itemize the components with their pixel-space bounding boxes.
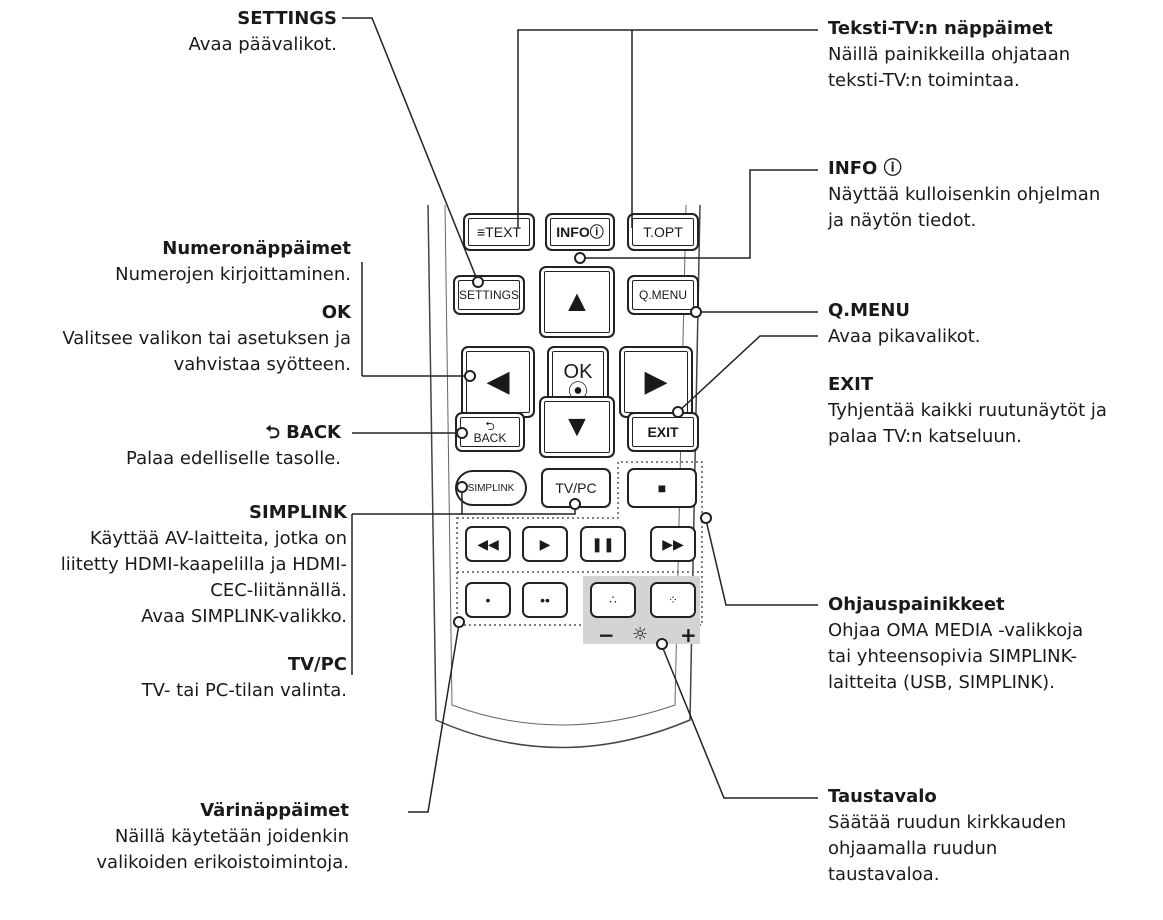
teksti-caption: Teksti-TV:n näppäimet Näillä painikkeill… bbox=[828, 18, 1071, 91]
ok-caption: OK Valitsee valikon tai asetuksen ja vah… bbox=[62, 302, 351, 375]
back-arrow-icon: ⮌ bbox=[485, 419, 495, 433]
settings-caption: SETTINGS Avaa päävalikot. bbox=[188, 8, 337, 55]
ohjaus-caption: Ohjauspainikkeet Ohjaa OMA MEDIA -valikk… bbox=[828, 594, 1084, 693]
arrow-up-icon: ▲ bbox=[562, 285, 592, 318]
fastforward-icon: ▶▶ bbox=[662, 535, 684, 552]
fastforward-button[interactable]: ▶▶ bbox=[650, 526, 696, 562]
info-button[interactable]: INFOⓘ bbox=[545, 213, 615, 251]
three-dot-icon: ∴ bbox=[609, 593, 617, 607]
color-button-4[interactable]: ⁘ bbox=[650, 582, 696, 618]
brightness-minus: − bbox=[598, 623, 615, 647]
text-button[interactable]: ≡TEXT bbox=[463, 213, 535, 251]
color-button-1[interactable]: • bbox=[465, 582, 511, 618]
arrow-left-icon: ◀ bbox=[486, 365, 510, 398]
rewind-icon: ◀◀ bbox=[477, 535, 499, 552]
info-caption: INFO ⓘ Näyttää kulloisenkin ohjelman ja … bbox=[828, 158, 1101, 231]
down-button[interactable]: ▼ bbox=[539, 396, 615, 458]
two-dot-icon: •• bbox=[540, 592, 550, 608]
color-button-2[interactable]: •• bbox=[522, 582, 568, 618]
exit-caption: EXIT Tyhjentää kaikki ruutunäytöt ja pal… bbox=[828, 374, 1107, 447]
pause-icon: ❚❚ bbox=[591, 535, 615, 552]
tausta-caption: Taustavalo Säätää ruudun kirkkauden ohja… bbox=[828, 786, 1067, 885]
arrow-right-icon: ▶ bbox=[644, 365, 668, 398]
one-dot-icon: • bbox=[485, 592, 491, 608]
topt-button[interactable]: T.OPT bbox=[627, 213, 699, 251]
back-label: BACK bbox=[473, 431, 507, 445]
brightness-plus: + bbox=[680, 623, 697, 647]
back-caption: ⮌ BACK Palaa edelliselle tasolle. bbox=[126, 422, 341, 469]
play-button[interactable]: ▶ bbox=[522, 526, 568, 562]
tvpc-caption: TV/PC TV- tai PC-tilan valinta. bbox=[141, 654, 347, 701]
left-button[interactable]: ◀ bbox=[461, 346, 535, 418]
stop-button[interactable]: ■ bbox=[627, 468, 697, 508]
right-button[interactable]: ▶ bbox=[619, 346, 693, 418]
ok-label: OK bbox=[563, 361, 593, 383]
qmenu-button[interactable]: Q.MENU bbox=[627, 275, 699, 315]
exit-button[interactable]: EXIT bbox=[627, 412, 699, 452]
play-icon: ▶ bbox=[539, 535, 551, 552]
arrow-down-icon: ▼ bbox=[562, 410, 592, 443]
settings-button[interactable]: SETTINGS bbox=[453, 275, 525, 315]
stop-icon: ■ bbox=[657, 480, 667, 496]
qmenu-caption: Q.MENU Avaa pikavalikot. bbox=[828, 300, 981, 347]
brightness-sun-icon: ☼ bbox=[632, 624, 649, 645]
four-dot-icon: ⁘ bbox=[667, 593, 679, 607]
up-button[interactable]: ▲ bbox=[539, 266, 615, 338]
simplink-caption: SIMPLINK Käyttää AV-laitteita, jotka on … bbox=[60, 502, 347, 627]
numero-caption: Numeronäppäimet Numerojen kirjoittaminen… bbox=[115, 238, 351, 285]
color-button-3[interactable]: ∴ bbox=[590, 582, 636, 618]
varin-caption: Värinäppäimet Näillä käytetään joidenkin… bbox=[96, 800, 349, 873]
rewind-button[interactable]: ◀◀ bbox=[465, 526, 511, 562]
pause-button[interactable]: ❚❚ bbox=[580, 526, 626, 562]
